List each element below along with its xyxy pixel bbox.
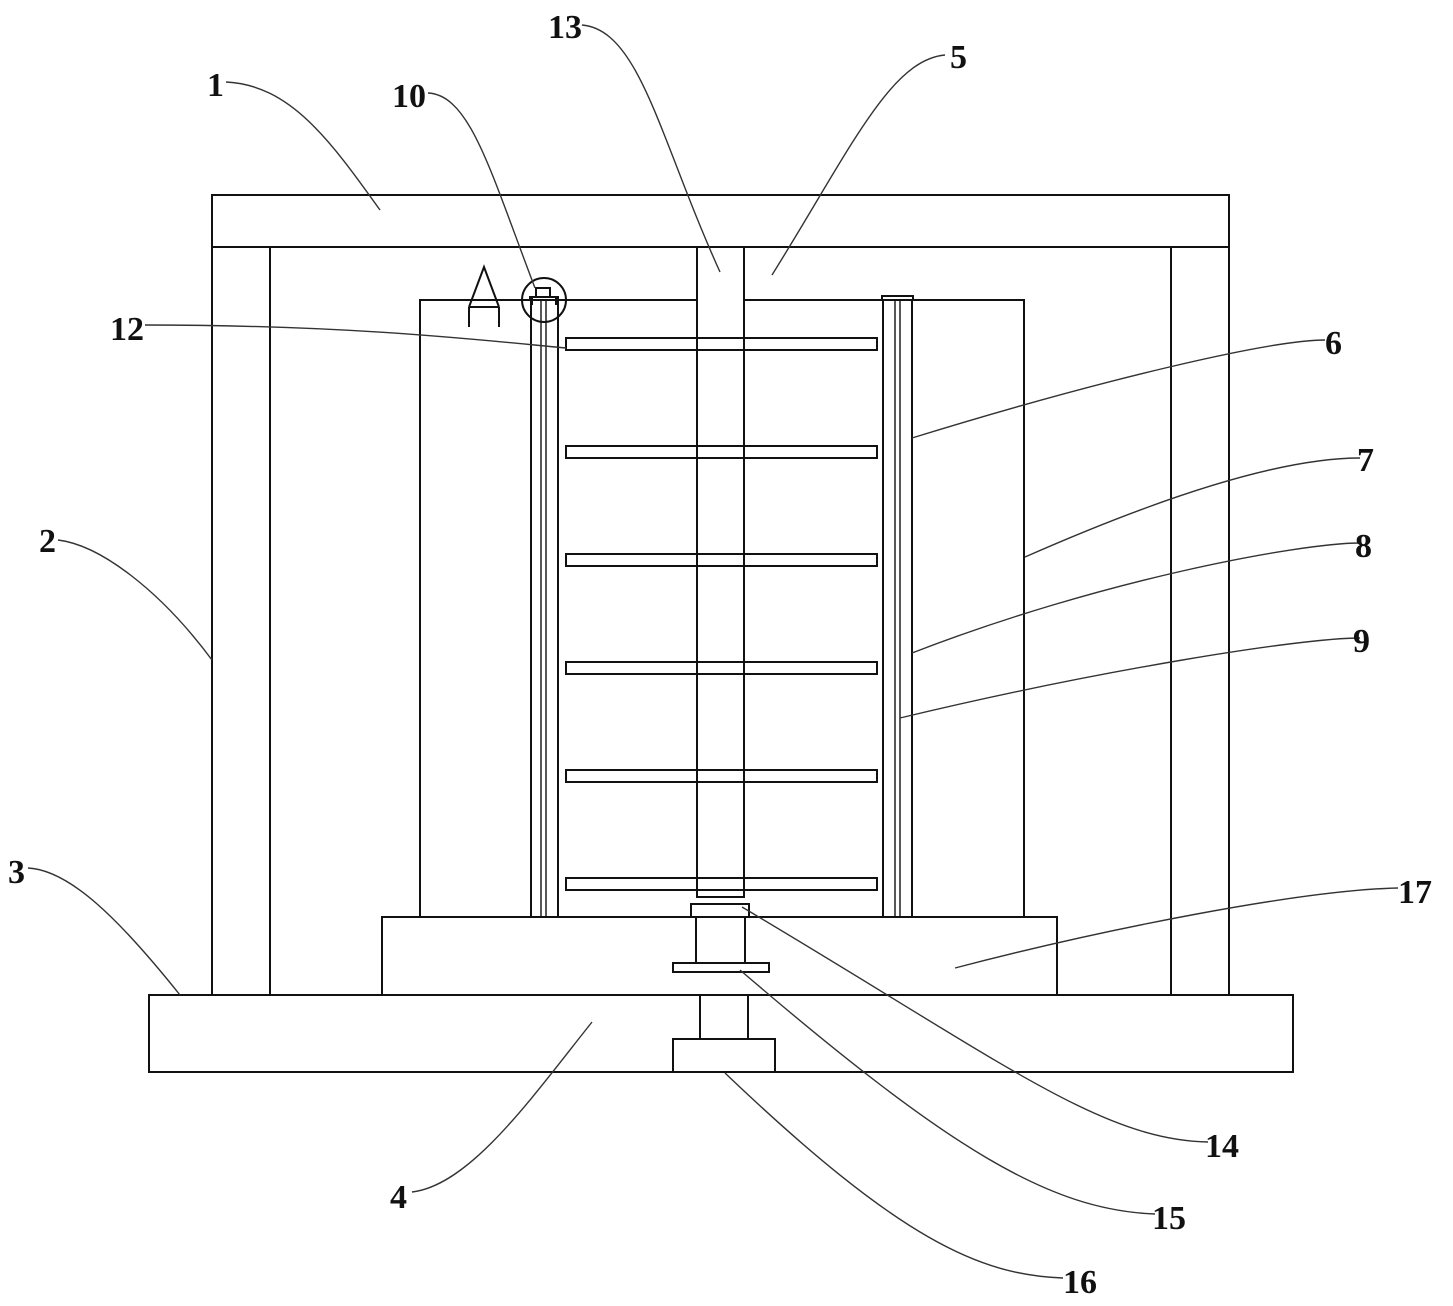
callout-17: 17: [1398, 874, 1432, 911]
lower-shaft: [695, 916, 746, 964]
leader-16: [724, 1072, 1064, 1279]
leader-5: [771, 54, 946, 276]
blade: [565, 445, 878, 459]
callout-labels: 1 2 3 4 5 6 7 8 9 10 12 13 14 15 16 17: [8, 9, 1432, 1301]
leader-13: [581, 24, 721, 273]
leader-17: [954, 887, 1399, 969]
leader-8: [911, 542, 1361, 654]
callout-5: 5: [950, 39, 967, 76]
callout-6: 6: [1325, 325, 1342, 362]
callout-16: 16: [1063, 1264, 1097, 1301]
callout-9: 9: [1353, 623, 1370, 660]
right-column: [1170, 246, 1230, 996]
top-beam: [211, 194, 1230, 248]
callout-7: 7: [1357, 442, 1374, 479]
leader-10: [427, 92, 536, 289]
blade: [565, 661, 878, 675]
left-guide-rail: [530, 297, 559, 918]
right-guide-rail: [881, 295, 914, 918]
callout-1: 1: [207, 67, 224, 104]
callout-15: 15: [1152, 1200, 1186, 1237]
callout-13: 13: [548, 9, 582, 46]
leader-9: [899, 637, 1361, 719]
leader-4: [411, 1021, 593, 1193]
leader-lines: [27, 24, 1399, 1279]
leader-15: [739, 969, 1156, 1215]
callout-2: 2: [39, 523, 56, 560]
leader-7: [1024, 457, 1361, 558]
bearing: [690, 903, 750, 918]
callout-4: 4: [390, 1179, 407, 1216]
callout-12: 12: [110, 311, 144, 348]
leader-6: [911, 339, 1326, 439]
leader-2: [57, 539, 213, 661]
leader-3: [27, 867, 181, 996]
blade: [565, 769, 878, 783]
leader-14: [741, 906, 1209, 1143]
callout-8: 8: [1355, 528, 1372, 565]
blade-group: [565, 247, 878, 897]
leader-12: [144, 324, 567, 349]
callout-10: 10: [392, 78, 426, 115]
coupling-shaft: [699, 994, 749, 1040]
motor: [672, 1038, 776, 1073]
left-column: [211, 246, 271, 996]
leader-1: [225, 81, 381, 211]
callout-3: 3: [8, 854, 25, 891]
section-marker-a: [468, 264, 500, 327]
detail-circle-a: [521, 277, 567, 323]
callout-14: 14: [1205, 1128, 1239, 1165]
blade: [565, 877, 878, 891]
flange: [672, 962, 770, 973]
blade: [565, 553, 878, 567]
blade: [565, 337, 878, 351]
